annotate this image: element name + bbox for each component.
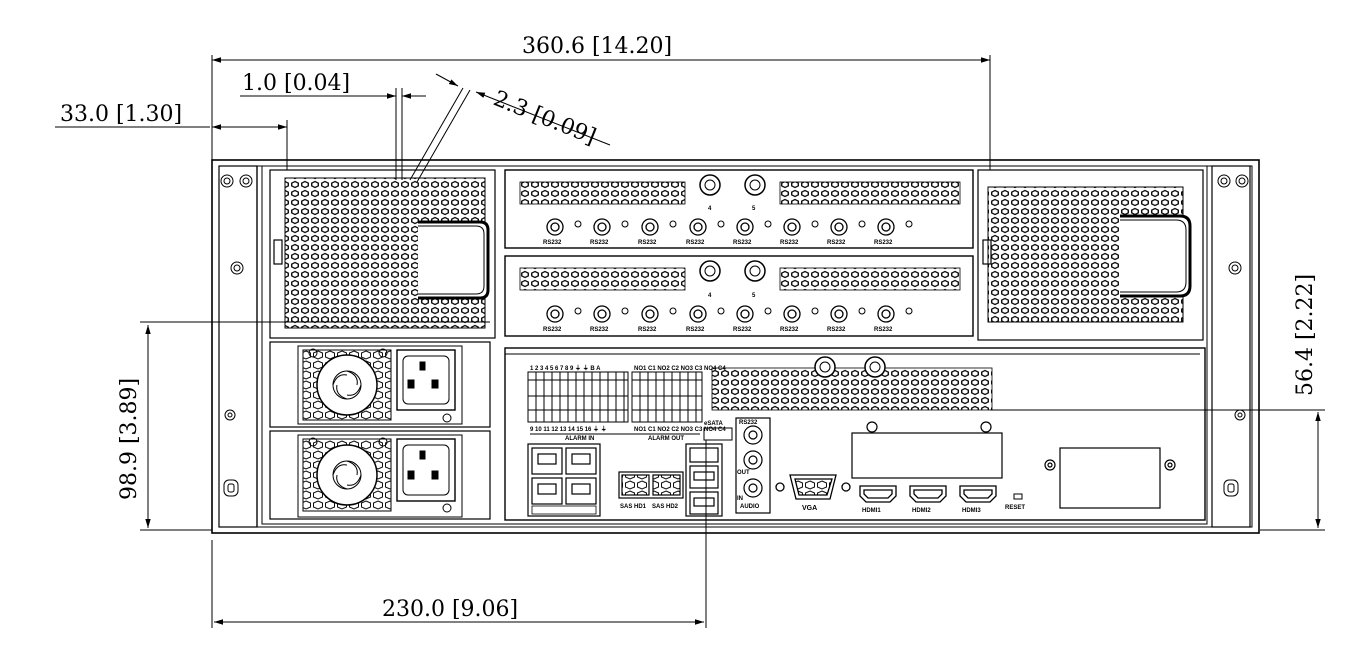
rs232-label: RS232 [638, 327, 657, 333]
rs232-label: RS232 [686, 240, 705, 246]
body-frame [261, 165, 1208, 525]
alarm-in-numbers-2: 9 10 11 12 13 14 15 16 ⏚ ⏚ [530, 426, 607, 433]
dim-lower-height: 98.9 [3.89] [117, 378, 142, 500]
chassis [211, 159, 1260, 534]
right-rack-ear [1211, 165, 1251, 528]
serial-card-2-ports [546, 305, 913, 323]
dim-gap-small: 1.0 [0.04] [242, 71, 350, 96]
blank-plate [1044, 447, 1176, 509]
serial-card-1: 4 5 [504, 169, 974, 249]
rj45-ethernet-ports [527, 443, 601, 517]
rs232-label: RS232 [638, 240, 657, 246]
dim-overall-width: 360.6 [14.20] [522, 34, 672, 59]
vga-label: VGA [802, 505, 817, 512]
hdmi-ports [859, 485, 997, 503]
rs232-label: RS232 [543, 327, 562, 333]
audio-label: AUDIO [740, 504, 760, 510]
rs232-label: RS232 [780, 327, 799, 333]
serial-card-2-labels: RS232 RS232 RS232 RS232 RS232 RS232 RS23… [543, 327, 893, 333]
rs232-label: RS232 [733, 327, 752, 333]
esata-usb-stack [685, 443, 723, 517]
channel-label-4: 4 [708, 293, 712, 299]
reset-label: RESET [1005, 505, 1025, 511]
sas-hd1-label: SAS HD1 [620, 504, 647, 510]
right-panel-handle [1120, 214, 1192, 298]
rs232-label: RS232 [590, 327, 609, 333]
esata-label: eSATA [704, 421, 723, 427]
rs232-label: RS232 [543, 240, 562, 246]
dim-ear-offset: 33.0 [1.30] [60, 102, 182, 127]
rs232-label: RS232 [874, 240, 893, 246]
power-supply-2 [269, 430, 491, 520]
alarm-terminal-blocks [527, 371, 703, 423]
left-panel-handle [418, 220, 490, 300]
hdmi1-label: HDMI1 [862, 508, 881, 514]
alarm-in-numbers: 1 2 3 4 5 6 7 8 9 ⏚ ⏚ B A [530, 365, 601, 372]
rs232-label-main: RS232 [739, 420, 758, 426]
sas-hd2-label: SAS HD2 [652, 504, 679, 510]
rs232-label: RS232 [827, 240, 846, 246]
channel-label-5: 5 [752, 293, 756, 299]
rs232-label: RS232 [874, 327, 893, 333]
left-rack-ear [218, 165, 258, 528]
dim-bottom-width: 230.0 [9.06] [382, 597, 518, 622]
channel-label-4: 4 [708, 206, 712, 212]
serial-card-2: 4 5 [504, 255, 974, 337]
dimension-lines [55, 55, 1325, 628]
serial-card-1-labels: RS232 RS232 RS232 RS232 RS232 RS232 RS23… [543, 240, 893, 246]
serial-card-1-ports [546, 218, 913, 236]
dim-gap-slot: 2.3 [0.09] [490, 86, 600, 150]
rack-ear-screws [220, 174, 1249, 497]
rs232-label: RS232 [590, 240, 609, 246]
audio-in-label: IN [737, 496, 743, 502]
hdmi3-label: HDMI3 [962, 508, 981, 514]
alarm-out-numbers-2: NO1 C1 NO2 C2 NO3 C3 NO4 C4 [634, 427, 726, 433]
rs232-label: RS232 [827, 327, 846, 333]
audio-out-label: OUT [737, 470, 750, 476]
sas-ports [618, 471, 684, 499]
hdmi2-label: HDMI2 [912, 508, 931, 514]
power-supply-1 [269, 341, 491, 428]
left-vent-panel [269, 169, 496, 339]
hdmi-card-slot [851, 421, 1003, 479]
rs232-label: RS232 [686, 327, 705, 333]
reset-button [1013, 493, 1023, 500]
rs232-label: RS232 [780, 240, 799, 246]
main-io-board [504, 347, 1206, 521]
rs232-audio-column [735, 417, 771, 514]
right-vent-panel [977, 169, 1204, 341]
channel-label-5: 5 [752, 206, 756, 212]
chassis-outline [211, 159, 1260, 534]
vga-port [775, 474, 851, 500]
rs232-label: RS232 [733, 240, 752, 246]
alarm-in-label: ALARM IN [565, 436, 594, 442]
dim-right-height: 56.4 [2.22] [1293, 274, 1318, 396]
alarm-out-label: ALARM OUT [648, 436, 684, 442]
alarm-out-numbers: NO1 C1 NO2 C2 NO3 C3 NO4 C4 [634, 366, 726, 372]
